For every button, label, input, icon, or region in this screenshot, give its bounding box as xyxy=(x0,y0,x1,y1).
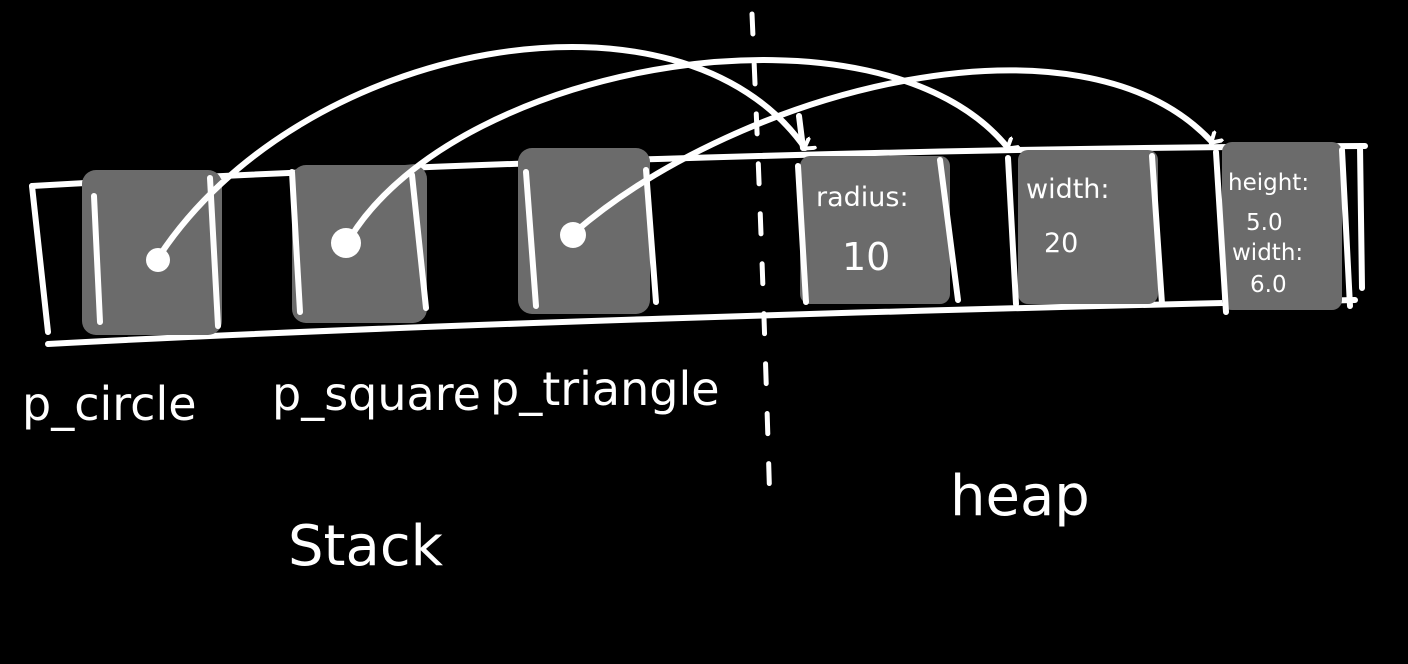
width-field-label: width: xyxy=(1026,174,1110,205)
stack-region-label: Stack xyxy=(288,514,444,579)
heap-cell-circle xyxy=(800,156,950,304)
arrow-p-square-to-width xyxy=(347,57,1008,241)
arrow-p-triangle-to-height xyxy=(572,67,1212,235)
heap-cells xyxy=(800,142,1342,310)
label-p-square: p_square xyxy=(272,367,481,421)
width-value: 20 xyxy=(1044,228,1078,259)
heap-region-label: heap xyxy=(950,464,1090,529)
arrow-p-circle-to-radius xyxy=(155,44,805,261)
cell-dividers xyxy=(91,113,1353,329)
height-field-label: height: xyxy=(1228,170,1309,196)
label-p-circle: p_circle xyxy=(22,377,197,431)
heap-cell-triangle xyxy=(1222,142,1342,310)
radius-field-label: radius: xyxy=(816,182,909,213)
label-p-triangle: p_triangle xyxy=(490,362,720,416)
stack-heap-divider xyxy=(749,11,773,511)
pointer-labels: p_circle p_square p_triangle xyxy=(22,362,720,431)
triangle-width-field-label: width: xyxy=(1232,240,1303,266)
triangle-width-value: 6.0 xyxy=(1250,272,1287,298)
heap-cell-square xyxy=(1018,150,1158,304)
radius-value: 10 xyxy=(842,235,890,279)
height-value: 5.0 xyxy=(1246,210,1283,236)
pointer-arrows xyxy=(155,44,1212,261)
heap-cell-text: radius: 10 width: 20 height: 5.0 width: … xyxy=(816,170,1309,298)
